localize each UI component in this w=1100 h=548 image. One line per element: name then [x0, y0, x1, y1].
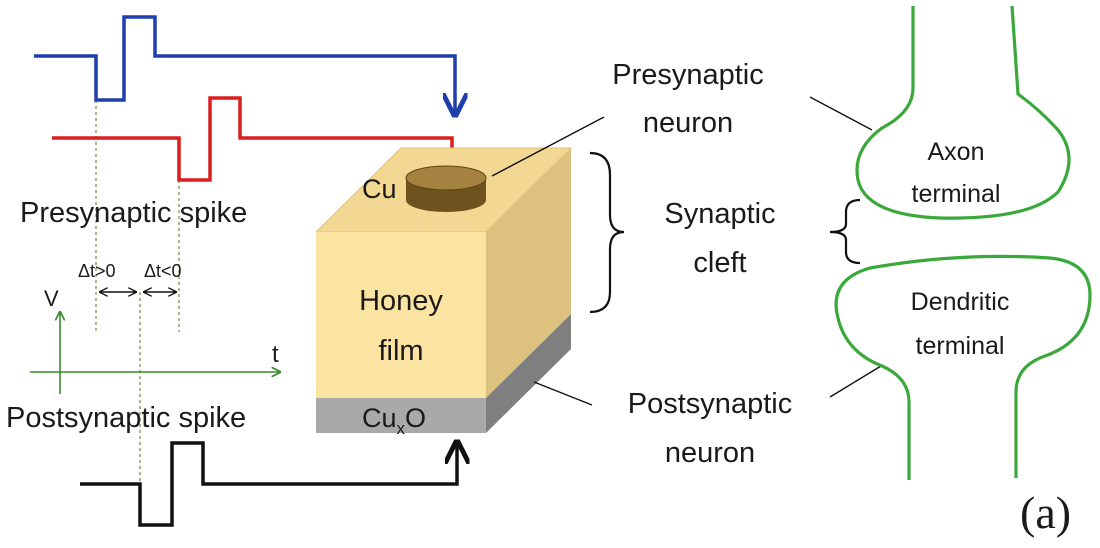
neuron-cleft-brace	[829, 198, 861, 265]
synaptic-cleft-label-line2: cleft	[693, 247, 746, 279]
cuxo-label: CuxO	[362, 403, 426, 438]
device-cleft-brace	[589, 151, 625, 314]
postsynaptic-neuron-label-line2: neuron	[665, 437, 755, 469]
postsynaptic-waveform	[80, 442, 457, 527]
dt-positive-label: Δt>0	[78, 261, 116, 281]
presynaptic-neuron-label-line2: neuron	[643, 107, 733, 139]
presynaptic-leader-line	[491, 116, 605, 177]
device-block	[314, 147, 573, 433]
honey-film-front-face	[316, 232, 486, 398]
postsynaptic-leader-line-right	[829, 365, 882, 398]
presynaptic-neuron-label-line1: Presynaptic	[612, 59, 764, 91]
dendritic-terminal-label-line1: Dendritic	[911, 288, 1010, 316]
panel-label: (a)	[1020, 487, 1071, 538]
presynaptic-leader-line-right	[809, 96, 873, 131]
cu-electrode	[405, 165, 487, 212]
cuxo-side-face	[486, 314, 571, 433]
cu-label: Cu	[362, 174, 397, 204]
honey-label-line1: Honey	[359, 285, 443, 317]
dendritic-terminal-label-line2: terminal	[916, 332, 1005, 360]
t-axis-label: t	[272, 341, 279, 368]
presynaptic-waveform	[34, 15, 455, 115]
cuxo-front-face	[316, 398, 486, 433]
postsynaptic-neuron-label-line1: Postsynaptic	[628, 388, 792, 420]
axon-terminal-label-line1: Axon	[928, 138, 985, 166]
v-axis-label: V	[44, 286, 59, 311]
axon-terminal-outline	[855, 5, 1071, 220]
postsynaptic-spike-label: Postsynaptic spike	[6, 402, 246, 434]
synaptic-cleft-label-line1: Synaptic	[664, 198, 775, 230]
axon-terminal-label-line2: terminal	[912, 180, 1001, 208]
dendritic-terminal-outline	[834, 254, 1092, 480]
postsynaptic-leader-line-left	[533, 381, 593, 406]
timing-guides	[95, 100, 180, 520]
presynaptic-spike-label: Presynaptic spike	[20, 197, 247, 229]
honey-film-side-face	[486, 148, 571, 398]
honey-label-line2: film	[378, 335, 423, 367]
delayed-presynaptic-waveform	[52, 96, 465, 182]
dt-negative-label: Δt<0	[144, 261, 182, 281]
